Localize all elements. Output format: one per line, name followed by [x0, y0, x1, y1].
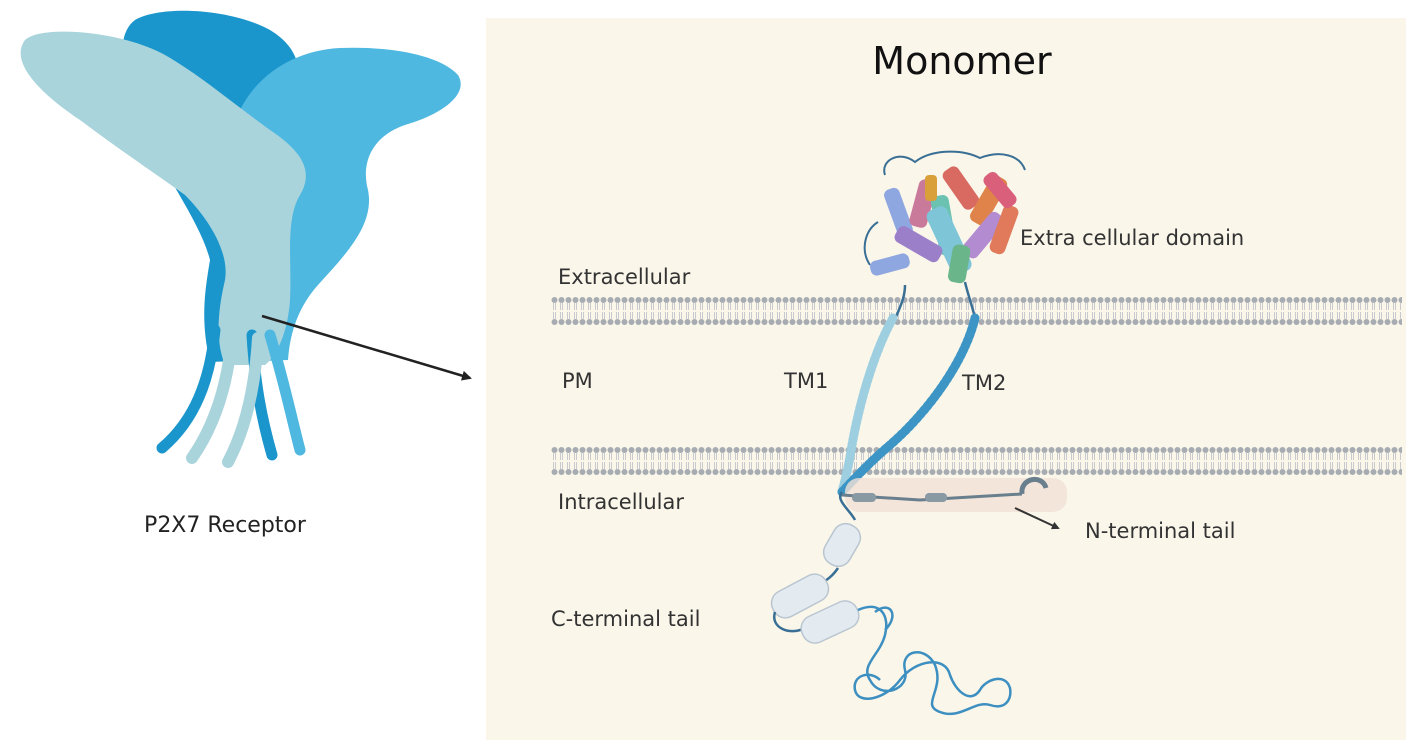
- receptor-subunit-right: [235, 47, 461, 363]
- receptor-label: P2X7 Receptor: [144, 513, 307, 538]
- receptor-subunit-front: [20, 31, 306, 365]
- receptor-leg-1: [156, 324, 221, 454]
- monomer-title: Monomer: [872, 39, 1052, 83]
- c-terminal-tail-structure: [770, 491, 1012, 716]
- extracellular-label: Extracellular: [558, 265, 691, 289]
- tm1-label: TM1: [783, 369, 828, 393]
- n-terminal-label: N-terminal tail: [1085, 519, 1235, 543]
- receptor-leg-3: [264, 329, 306, 456]
- intracellular-label: Intracellular: [558, 490, 684, 514]
- pointer-arrow: [261, 314, 472, 381]
- membrane-inner-leaflet: [551, 446, 1402, 476]
- pm-label: PM: [562, 369, 593, 393]
- c-terminal-label: C-terminal tail: [551, 607, 700, 631]
- tm1-helix: [837, 313, 898, 497]
- extracellular-domain-structure: [863, 150, 1026, 321]
- n-terminal-arrow: [1014, 507, 1060, 530]
- extracellular-domain-label: Extra cellular domain: [1020, 226, 1244, 250]
- receptor-leg-5: [222, 332, 264, 468]
- tm2-label: TM2: [961, 371, 1006, 395]
- n-terminal-tail-structure: [841, 477, 1067, 512]
- p2x7-receptor-illustration: [20, 10, 472, 468]
- tm2-helix: [837, 313, 980, 497]
- receptor-leg-4: [186, 329, 238, 464]
